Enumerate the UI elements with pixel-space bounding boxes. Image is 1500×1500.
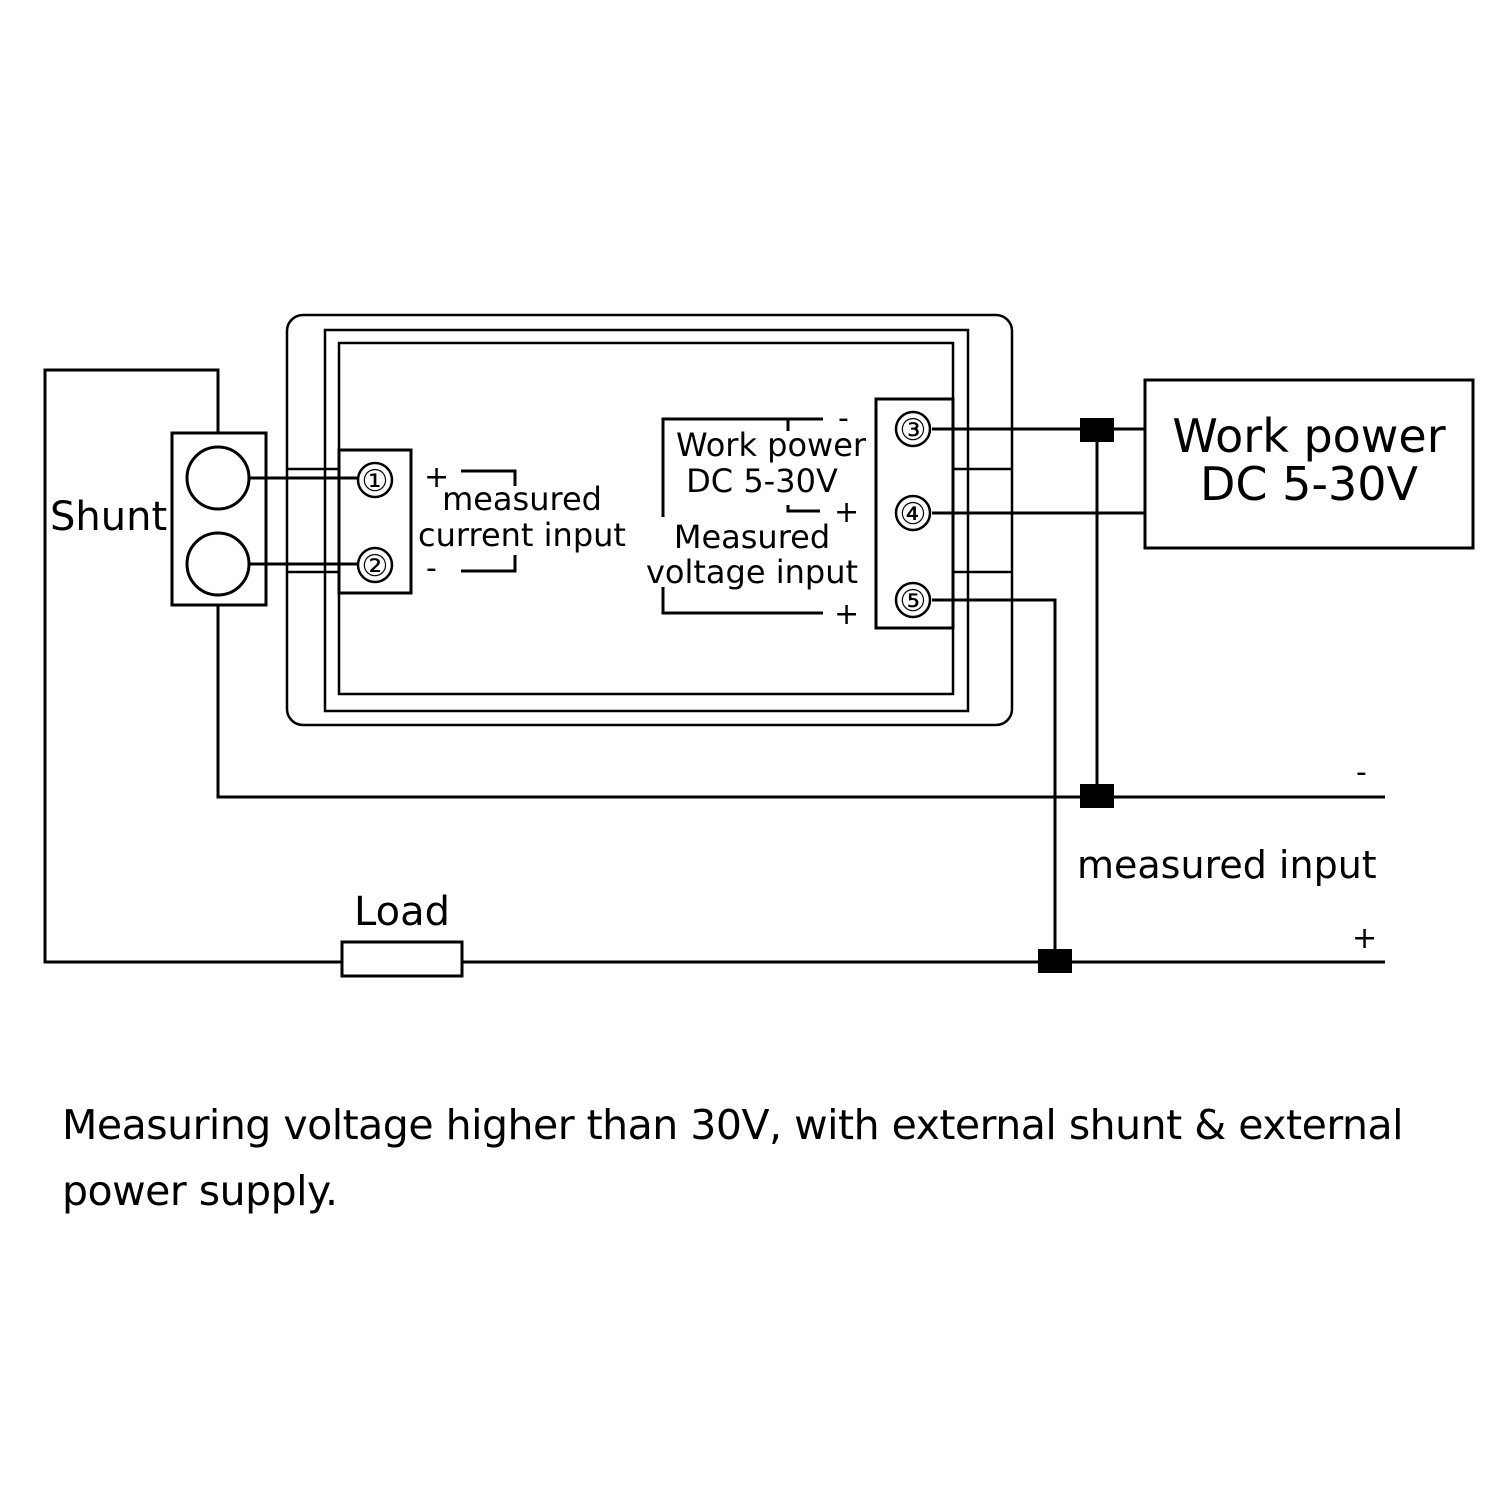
shunt-label: Shunt — [50, 494, 167, 540]
terminal-4-label: ④ — [900, 497, 927, 532]
work-power-plus-sign: + — [834, 495, 859, 530]
terminal-3: ③ — [894, 410, 932, 448]
current-minus-sign: - — [426, 551, 437, 586]
measured-voltage-label-line1: Measured — [674, 518, 830, 556]
junction-dot — [1038, 949, 1072, 973]
terminal-5-label: ⑤ — [900, 584, 927, 619]
terminal-1: ① — [356, 461, 394, 499]
meter-outer-frame — [285, 313, 1014, 727]
load-resistor — [340, 940, 464, 978]
terminal-5: ⑤ — [894, 581, 932, 619]
wire-t5-to-plus — [932, 598, 1057, 962]
work-power-minus-sign: - — [838, 401, 849, 436]
terminal-3-label: ③ — [900, 413, 927, 448]
work-power-label-line1: Work power — [676, 426, 867, 464]
work-power-bracket — [661, 417, 823, 517]
terminal-2: ② — [356, 546, 394, 584]
power-supply-box — [1143, 378, 1475, 550]
measured-input-plus-sign: + — [1352, 921, 1377, 956]
junction-dot — [1080, 784, 1114, 808]
work-power-bracket-plus — [786, 505, 820, 513]
meter-middle-frame — [323, 328, 970, 713]
power-supply-label-line1: Work power — [1172, 409, 1445, 463]
load-label: Load — [354, 889, 450, 935]
shunt-body — [170, 431, 268, 607]
current-bracket-bottom — [461, 555, 517, 573]
measured-voltage-label-line2: voltage input — [646, 553, 858, 591]
current-label-line1: measured — [442, 480, 602, 518]
measured-input-label: measured input — [1077, 843, 1377, 887]
terminal-2-label: ② — [362, 549, 389, 584]
terminal-1-label: ① — [362, 464, 389, 499]
wire-shunt-top-loop — [43, 368, 342, 964]
current-plus-sign: + — [424, 460, 449, 495]
measured-voltage-bracket — [661, 587, 823, 615]
power-supply-label-line2: DC 5-30V — [1200, 457, 1419, 511]
junction-dot — [1080, 418, 1114, 442]
terminal-4: ④ — [894, 494, 932, 532]
current-label-line2: current input — [418, 516, 626, 554]
diagram-caption: Measuring voltage higher than 30V, with … — [62, 1101, 1403, 1215]
measured-voltage-plus-sign: + — [834, 597, 859, 632]
measured-input-minus-sign: - — [1356, 755, 1367, 790]
left-terminal-block — [337, 448, 413, 595]
work-power-label-line2: DC 5-30V — [686, 462, 838, 500]
wire-shunt-bottom-to-minus — [216, 605, 1385, 799]
current-bracket-top — [461, 469, 517, 486]
